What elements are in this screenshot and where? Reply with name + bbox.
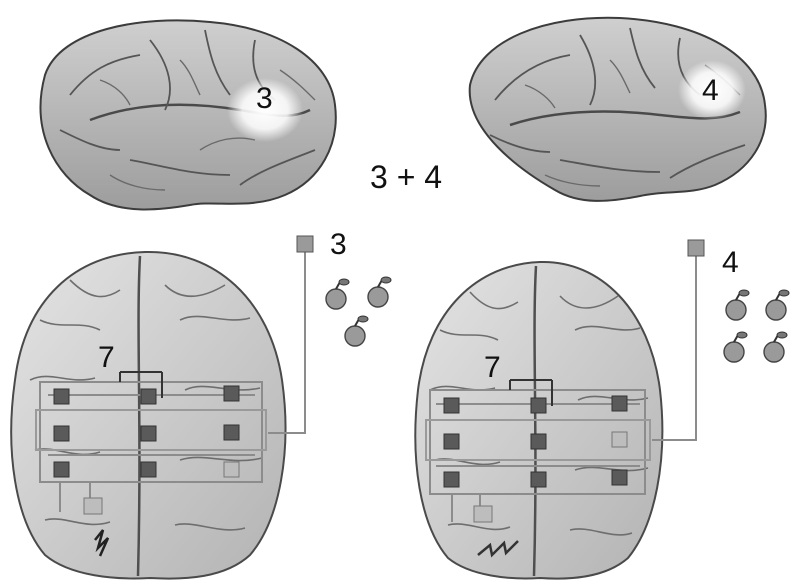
input-node-icon	[688, 240, 704, 256]
brain-side-right: 4	[470, 18, 766, 201]
right-input-label: 4	[722, 246, 739, 279]
brain-side-left: 3	[41, 20, 336, 209]
left-input-label: 3	[330, 228, 347, 261]
right-input: 4	[652, 240, 739, 440]
left-apples	[326, 277, 391, 346]
left-result-label: 7	[98, 341, 115, 374]
right-result-label: 7	[484, 351, 501, 384]
brain-right-label: 4	[702, 74, 719, 107]
brain-left-label: 3	[256, 82, 273, 115]
apple-icon	[345, 316, 368, 346]
apple-icon	[368, 277, 391, 307]
apple-icon	[766, 290, 789, 320]
right-apples	[724, 290, 789, 362]
brain-top-left: 7	[11, 252, 285, 579]
apple-icon	[726, 290, 749, 320]
input-node-icon	[297, 236, 313, 252]
apple-icon	[764, 332, 787, 362]
apple-icon	[724, 332, 747, 362]
equation-label: 3 + 4	[370, 159, 442, 195]
apple-icon	[326, 279, 349, 309]
brain-top-right: 7	[415, 262, 662, 579]
